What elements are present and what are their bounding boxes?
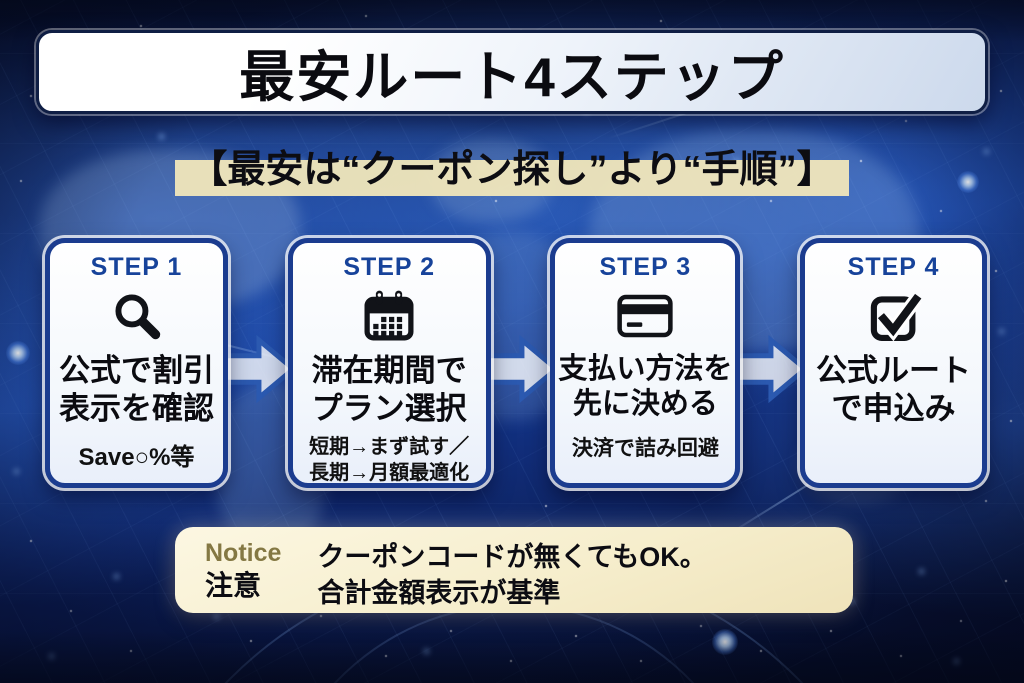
- arrow-right-icon: [731, 238, 809, 488]
- step-2-label: STEP 2: [343, 253, 436, 281]
- subtitle-text: 【最安は“クーポン探し”より“手順”】: [189, 149, 835, 191]
- step-card-2: STEP 2 滞在期間で プラン選択: [287, 238, 491, 488]
- step-2-title: 滞在期間で プラン選択: [311, 353, 467, 426]
- step-3-title: 支払い方法を 先に決める: [558, 353, 733, 421]
- step-card-1: STEP 1 公式で割引 表示を確認 Save○%等: [45, 238, 228, 488]
- step-4-label: STEP 4: [847, 253, 940, 281]
- notice-box: Notice 注意 クーポンコードが無くてもOK。 合計金額表示が基準: [175, 527, 853, 613]
- notice-label-en: Notice: [205, 539, 282, 567]
- title-banner: 最安ルート4ステップ: [36, 30, 988, 114]
- credit-card-icon: [555, 286, 735, 346]
- step-card-4: STEP 4 公式ルート で申込み: [800, 238, 988, 488]
- search-icon: [50, 286, 223, 346]
- step-1-label: STEP 1: [90, 253, 183, 281]
- steps-row: STEP 1 公式で割引 表示を確認 Save○%等 STEP 2: [45, 238, 988, 488]
- subtitle: 【最安は“クーポン探し”より“手順”】: [175, 138, 849, 196]
- notice-line-1: クーポンコードが無くてもOK。: [317, 542, 707, 572]
- notice-label-ja: 注意: [205, 570, 262, 601]
- calendar-icon: [293, 286, 486, 346]
- notice-line-2: 合計金額表示が基準: [317, 577, 561, 608]
- step-4-title: 公式ルート で申込み: [816, 353, 972, 426]
- step-2-note: 短期→まず試す／ 長期→月額最適化: [309, 435, 470, 484]
- subtitle-row: 【最安は“クーポン探し”より“手順”】: [0, 138, 1024, 196]
- page-title: 最安ルート4ステップ: [239, 46, 785, 108]
- arrow-right-icon: [482, 238, 560, 488]
- notice-text: クーポンコードが無くてもOK。 合計金額表示が基準: [317, 538, 706, 611]
- step-3-label: STEP 3: [599, 253, 692, 281]
- step-3-note: 決済で詰み回避: [571, 436, 719, 460]
- step-card-3: STEP 3 支払い方法を 先に決める 決済で詰み回避: [550, 238, 741, 488]
- arrow-right-icon: [219, 238, 297, 488]
- checkbox-checked-icon: [805, 286, 982, 346]
- subtitle-highlight-band: [175, 160, 849, 196]
- step-1-title: 公式で割引 表示を確認: [59, 353, 214, 426]
- notice-labels: Notice 注意: [205, 538, 281, 602]
- step-1-note: Save○%等: [78, 443, 195, 471]
